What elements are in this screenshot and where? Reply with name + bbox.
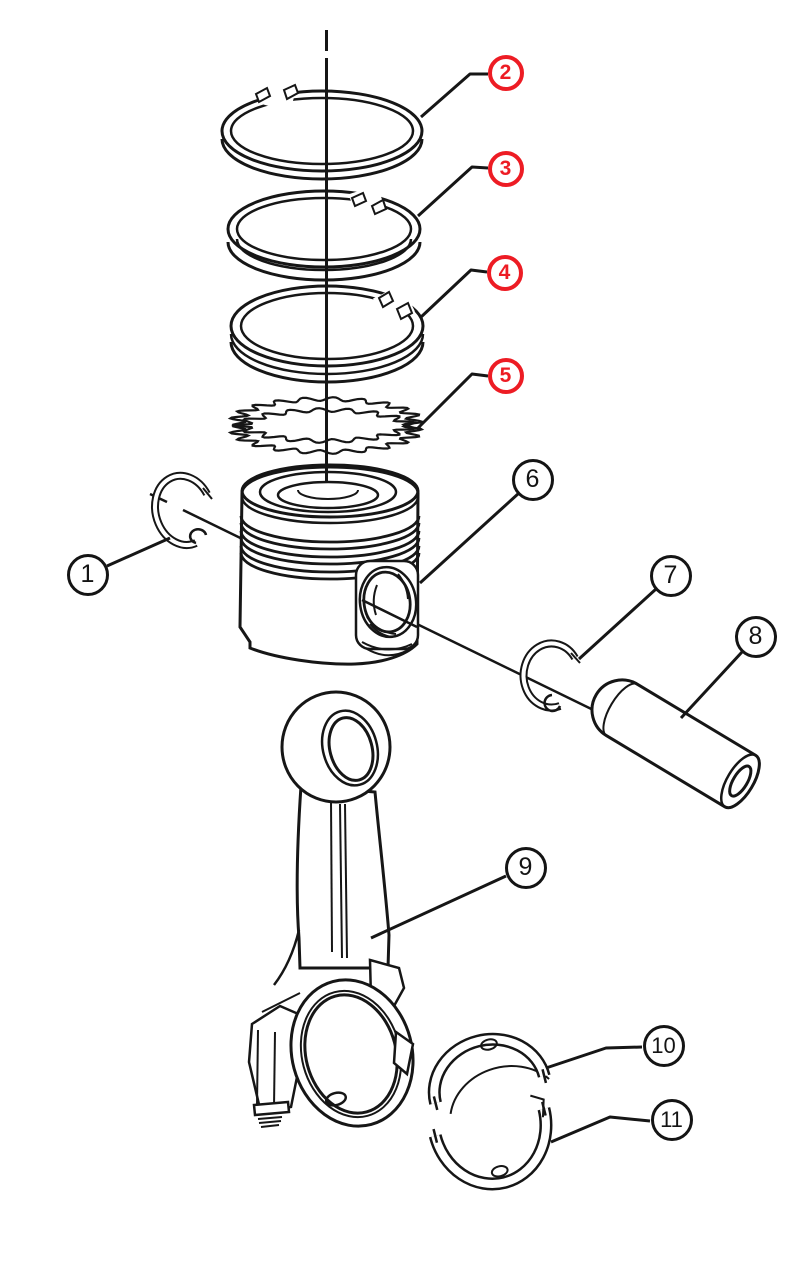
leader-lines <box>106 72 744 1144</box>
callout-4[interactable]: 4 <box>486 254 523 291</box>
callout-3[interactable]: 3 <box>487 150 524 187</box>
callout-1[interactable]: 1 <box>66 553 109 596</box>
connecting-rod <box>247 690 415 1128</box>
leader-11 <box>550 1115 651 1144</box>
leader-5 <box>415 372 489 431</box>
callout-11[interactable]: 11 <box>650 1098 693 1141</box>
leader-9 <box>370 874 507 940</box>
piston-pin <box>590 678 761 810</box>
callout-8[interactable]: 8 <box>734 615 777 658</box>
leader-1 <box>106 536 171 568</box>
second-compression-ring <box>226 185 422 282</box>
oil-ring-expander <box>227 396 425 455</box>
callout-5[interactable]: 5 <box>487 357 524 394</box>
pin-retaining-ring-right <box>519 639 581 713</box>
leader-7 <box>577 587 658 661</box>
piston <box>238 463 421 666</box>
leader-4 <box>418 268 488 320</box>
callout-9[interactable]: 9 <box>504 846 547 889</box>
top-compression-ring <box>220 78 424 181</box>
leader-2 <box>420 72 488 119</box>
leader-6 <box>418 491 521 585</box>
callout-6[interactable]: 6 <box>511 458 554 501</box>
callout-2[interactable]: 2 <box>487 54 524 91</box>
lower-bearing-shell <box>428 1094 553 1191</box>
upper-bearing-shell <box>427 1032 551 1115</box>
leader-10 <box>545 1045 643 1070</box>
leader-3 <box>416 165 489 218</box>
leader-8 <box>679 650 744 720</box>
callout-10[interactable]: 10 <box>642 1024 685 1067</box>
callout-7[interactable]: 7 <box>649 554 692 597</box>
pin-retaining-ring-left <box>151 471 213 549</box>
